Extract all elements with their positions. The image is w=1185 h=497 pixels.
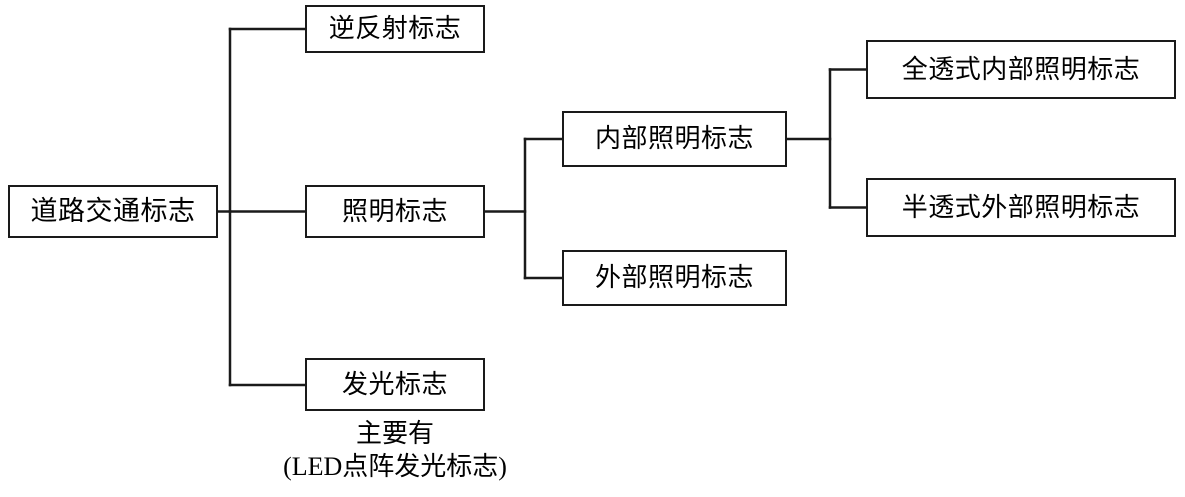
node-semi-transmissive-external-lighting-sign: 半透式外部照明标志 [866, 178, 1176, 237]
node-lighting-sign: 照明标志 [305, 185, 485, 238]
caption-line-2: (LED点阵发光标志) [283, 451, 507, 481]
node-retroreflective-sign: 逆反射标志 [305, 5, 485, 53]
node-full-transmissive-internal-lighting-sign: 全透式内部照明标志 [866, 40, 1176, 99]
node-label: 内部照明标志 [594, 124, 754, 153]
node-internal-lighting-sign: 内部照明标志 [562, 111, 787, 167]
node-external-lighting-sign: 外部照明标志 [562, 250, 787, 306]
node-road-traffic-sign: 道路交通标志 [8, 185, 218, 238]
node-label: 外部照明标志 [594, 263, 754, 292]
caption-line-1: 主要有 [355, 419, 434, 448]
node-label: 全透式内部照明标志 [901, 54, 1141, 84]
node-luminous-sign: 发光标志 [305, 358, 485, 411]
luminous-sign-caption: 主要有 (LED点阵发光标志) [255, 418, 535, 483]
node-label: 道路交通标志 [30, 196, 196, 226]
node-label: 照明标志 [341, 196, 448, 226]
node-label: 半透式外部照明标志 [901, 192, 1141, 222]
node-label: 发光标志 [341, 369, 448, 399]
node-label: 逆反射标志 [328, 14, 462, 43]
